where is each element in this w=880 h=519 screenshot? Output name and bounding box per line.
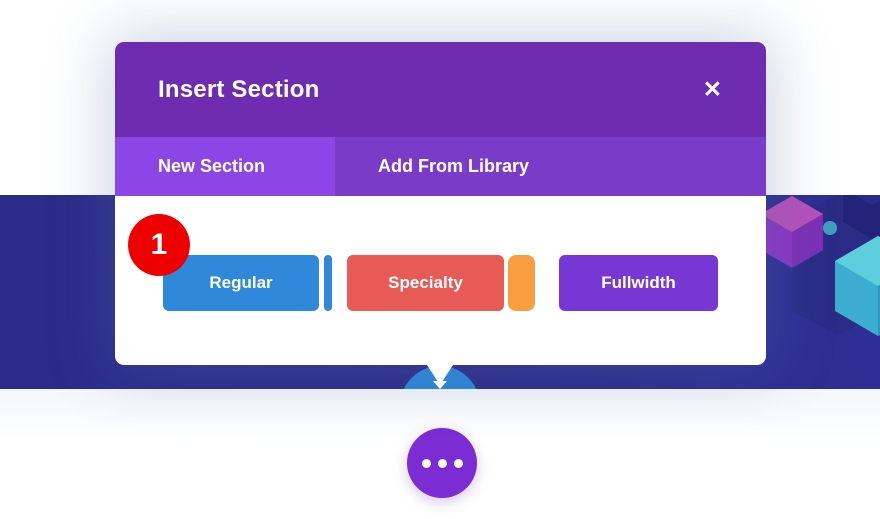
modal-body: Regular Specialty Fullwidth <box>115 196 766 365</box>
ellipsis-icon <box>437 458 447 468</box>
regular-section-button[interactable]: Regular <box>163 255 319 311</box>
specialty-section-button[interactable]: Specialty <box>347 255 504 311</box>
close-icon[interactable]: ✕ <box>702 76 722 102</box>
teal-cube <box>835 236 880 336</box>
modal-tabs: New Section Add From Library <box>115 137 766 196</box>
teal-dot <box>823 221 837 235</box>
tab-new-section[interactable]: New Section <box>115 137 335 196</box>
insert-section-modal: Insert Section ✕ New Section Add From Li… <box>115 42 766 365</box>
ellipsis-icon <box>453 458 463 468</box>
modal-title: Insert Section <box>158 75 320 103</box>
regular-accent-bar <box>324 255 332 311</box>
navy-cube <box>843 195 880 239</box>
annotation-badge: 1 <box>128 214 190 276</box>
modal-pointer-arrow <box>427 365 453 385</box>
tab-add-from-library[interactable]: Add From Library <box>335 137 766 196</box>
ellipsis-icon <box>421 458 431 468</box>
specialty-accent-bar <box>508 255 535 311</box>
section-options-button[interactable] <box>407 428 477 498</box>
modal-pointer-arrow-tip <box>433 381 447 389</box>
modal-header: Insert Section ✕ <box>115 42 766 137</box>
fullwidth-section-button[interactable]: Fullwidth <box>559 255 718 311</box>
decorative-cubes <box>761 195 880 336</box>
magenta-cube <box>761 196 823 268</box>
section-type-buttons: Regular Specialty Fullwidth <box>163 255 718 311</box>
